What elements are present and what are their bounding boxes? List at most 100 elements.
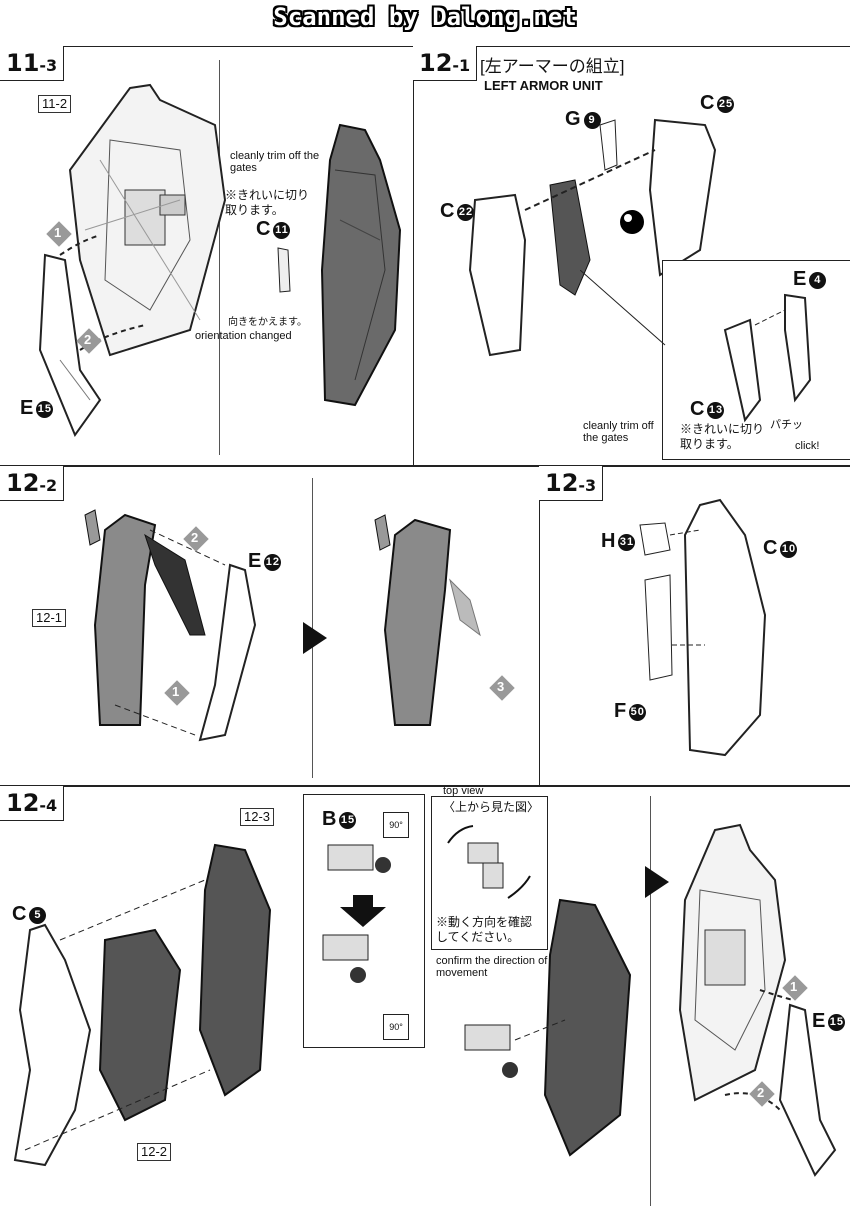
- top-view-drawing: [447, 825, 531, 899]
- next-arrow: [303, 622, 327, 654]
- arrow-marker-1-label: 1: [790, 979, 798, 994]
- part-letter: H: [601, 530, 617, 552]
- armor-drawings-12-4-left: [13, 843, 272, 1167]
- confirm-note-jp: ※動く方向を確認してください。: [436, 915, 533, 944]
- part-letter: E: [248, 550, 263, 572]
- part-letter: C: [440, 200, 456, 222]
- step-major: 12: [6, 469, 40, 497]
- assembly-arrows-11-3: [59, 234, 146, 351]
- ref-tag-11-2: 11-2: [38, 95, 72, 113]
- armor-assembly-12-1: [468, 118, 717, 357]
- arrow-marker-2-label: 2: [191, 530, 199, 545]
- panel-divider: [219, 60, 220, 455]
- part-e15-drawing: [38, 253, 102, 438]
- part-letter: E: [812, 1010, 827, 1032]
- confirm-note-en: confirm the direction of movement: [436, 955, 548, 979]
- panel-12-1: [413, 46, 850, 466]
- panel-divider: [650, 796, 651, 1206]
- part-c11-drawing: [277, 247, 291, 293]
- part-number: 25: [717, 96, 735, 113]
- step-major: 11: [6, 49, 40, 77]
- step-minor: -3: [578, 476, 597, 495]
- title-jp: [左アーマーの組立]: [480, 57, 625, 76]
- inset-joint-drawing: [322, 844, 391, 983]
- part-letter: B: [322, 808, 338, 830]
- part-number: 10: [780, 541, 798, 558]
- part-number: 15: [339, 812, 357, 829]
- part-letter: C: [256, 218, 272, 240]
- armor-drawing-12-2-right: [374, 514, 481, 726]
- trim-note-en: cleanly trim off the gates: [230, 150, 320, 174]
- step-major: 12: [6, 789, 40, 817]
- part-number: 11: [273, 222, 291, 239]
- part-number: 22: [457, 204, 475, 221]
- orientation-note-jp: 向きをかえます。: [228, 317, 307, 328]
- step-12-2-number: 12-2: [0, 466, 65, 501]
- step-minor: -2: [39, 476, 58, 495]
- armor-drawing-12-2-left: [84, 509, 257, 742]
- title-en: LEFT ARMOR UNIT: [484, 78, 603, 93]
- step-major: 12: [419, 49, 453, 77]
- part-number: 50: [629, 704, 647, 721]
- part-number: 4: [809, 272, 827, 289]
- step-12-1-number: 12-1: [413, 46, 478, 81]
- armor-drawing-12-4-mid: [464, 898, 632, 1157]
- armor-drawing-12-3: [639, 498, 767, 757]
- ref-tag-12-2: 12-2: [137, 1143, 172, 1161]
- inset-leader-line: [580, 270, 666, 346]
- part-number: 31: [618, 534, 636, 551]
- ref-tag-12-3: 12-3: [240, 808, 275, 826]
- part-number: 15: [36, 401, 54, 418]
- part-number: 15: [828, 1014, 846, 1031]
- trim-note-jp: ※きれいに切り取ります。: [225, 188, 310, 217]
- top-view-en: top view: [443, 785, 484, 797]
- armor-drawing-11-3: [68, 83, 227, 357]
- panel-12-4: [0, 786, 850, 1212]
- part-number: 12: [264, 554, 282, 571]
- step-minor: -4: [39, 796, 58, 815]
- rotation-badge-bottom: 90°: [383, 1014, 409, 1040]
- angle-value: 90°: [389, 1022, 403, 1032]
- part-letter: C: [690, 398, 706, 420]
- part-number: 5: [29, 907, 47, 924]
- header-banner: Scanned by Dalong.net: [0, 0, 850, 38]
- arrow-marker-1-label: 1: [172, 684, 180, 699]
- arrow-marker-1-label: 1: [54, 225, 62, 240]
- part-letter: G: [565, 108, 582, 130]
- part-letter: C: [700, 92, 716, 114]
- arrow-marker-2-label: 2: [757, 1085, 765, 1100]
- ref-tag-12-1: 12-1: [32, 609, 67, 627]
- orientation-note-en: orientation changed: [195, 330, 292, 342]
- part-letter: E: [793, 268, 808, 290]
- inset-parts-drawing: [723, 293, 812, 423]
- arrow-marker-3-label: 3: [497, 679, 505, 694]
- step-11-3-number: 11-3: [0, 46, 65, 81]
- arrow-marker-2-label: 2: [84, 332, 92, 347]
- part-letter: C: [12, 903, 28, 925]
- step-major: 12: [545, 469, 579, 497]
- dark-armor-drawing-11-3: [320, 123, 402, 407]
- click-note-jp: パチッ: [770, 419, 803, 431]
- part-letter: F: [614, 700, 628, 722]
- inset-trim-note-jp: ※きれいに切り取ります。: [680, 422, 765, 451]
- inset-trim-note-en: cleanly trim off the gates: [583, 420, 654, 444]
- step-12-4-number: 12-4: [0, 786, 65, 821]
- banner-text: Scanned by Dalong.net: [273, 3, 577, 31]
- step-12-3-number: 12-3: [539, 466, 604, 501]
- angle-value: 90°: [389, 820, 403, 830]
- part-number: 13: [707, 402, 725, 419]
